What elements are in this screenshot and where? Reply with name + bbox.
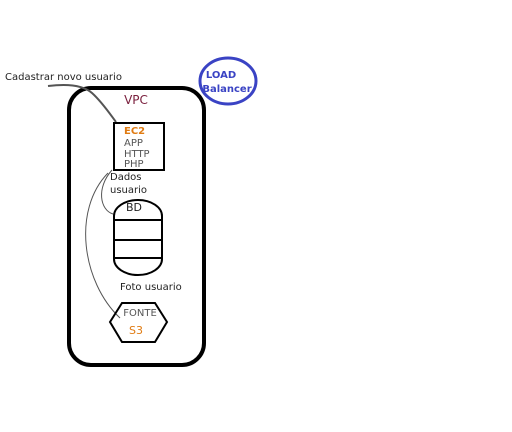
database-label: BD: [126, 201, 142, 214]
dados-label-line2: usuario: [110, 185, 147, 196]
s3-node: [108, 302, 169, 343]
connector-ec2-to-db: [101, 169, 114, 215]
load-balancer-label-line1: LOAD: [206, 70, 236, 81]
caption-cadastrar: Cadastrar novo usuario: [5, 72, 122, 83]
dados-label-line1: Dados: [110, 172, 142, 183]
ec2-line-http: HTTP: [124, 149, 150, 160]
connector-ec2-to-s3: [85, 172, 121, 319]
vpc-container: [67, 86, 206, 367]
ec2-line-php: PHP: [124, 159, 144, 170]
ec2-line-app: APP: [124, 138, 143, 149]
ec2-node: [113, 122, 165, 171]
s3-top-label: FONTE: [123, 308, 157, 319]
connector-caption-to-ec2: [47, 83, 117, 123]
ec2-title: EC2: [124, 126, 145, 137]
load-balancer-node: [198, 56, 258, 106]
foto-label: Foto usuario: [120, 282, 182, 293]
load-balancer-label-line2: Balancer: [202, 84, 251, 95]
vpc-label: VPC: [124, 93, 148, 107]
s3-bottom-label: S3: [129, 324, 143, 337]
